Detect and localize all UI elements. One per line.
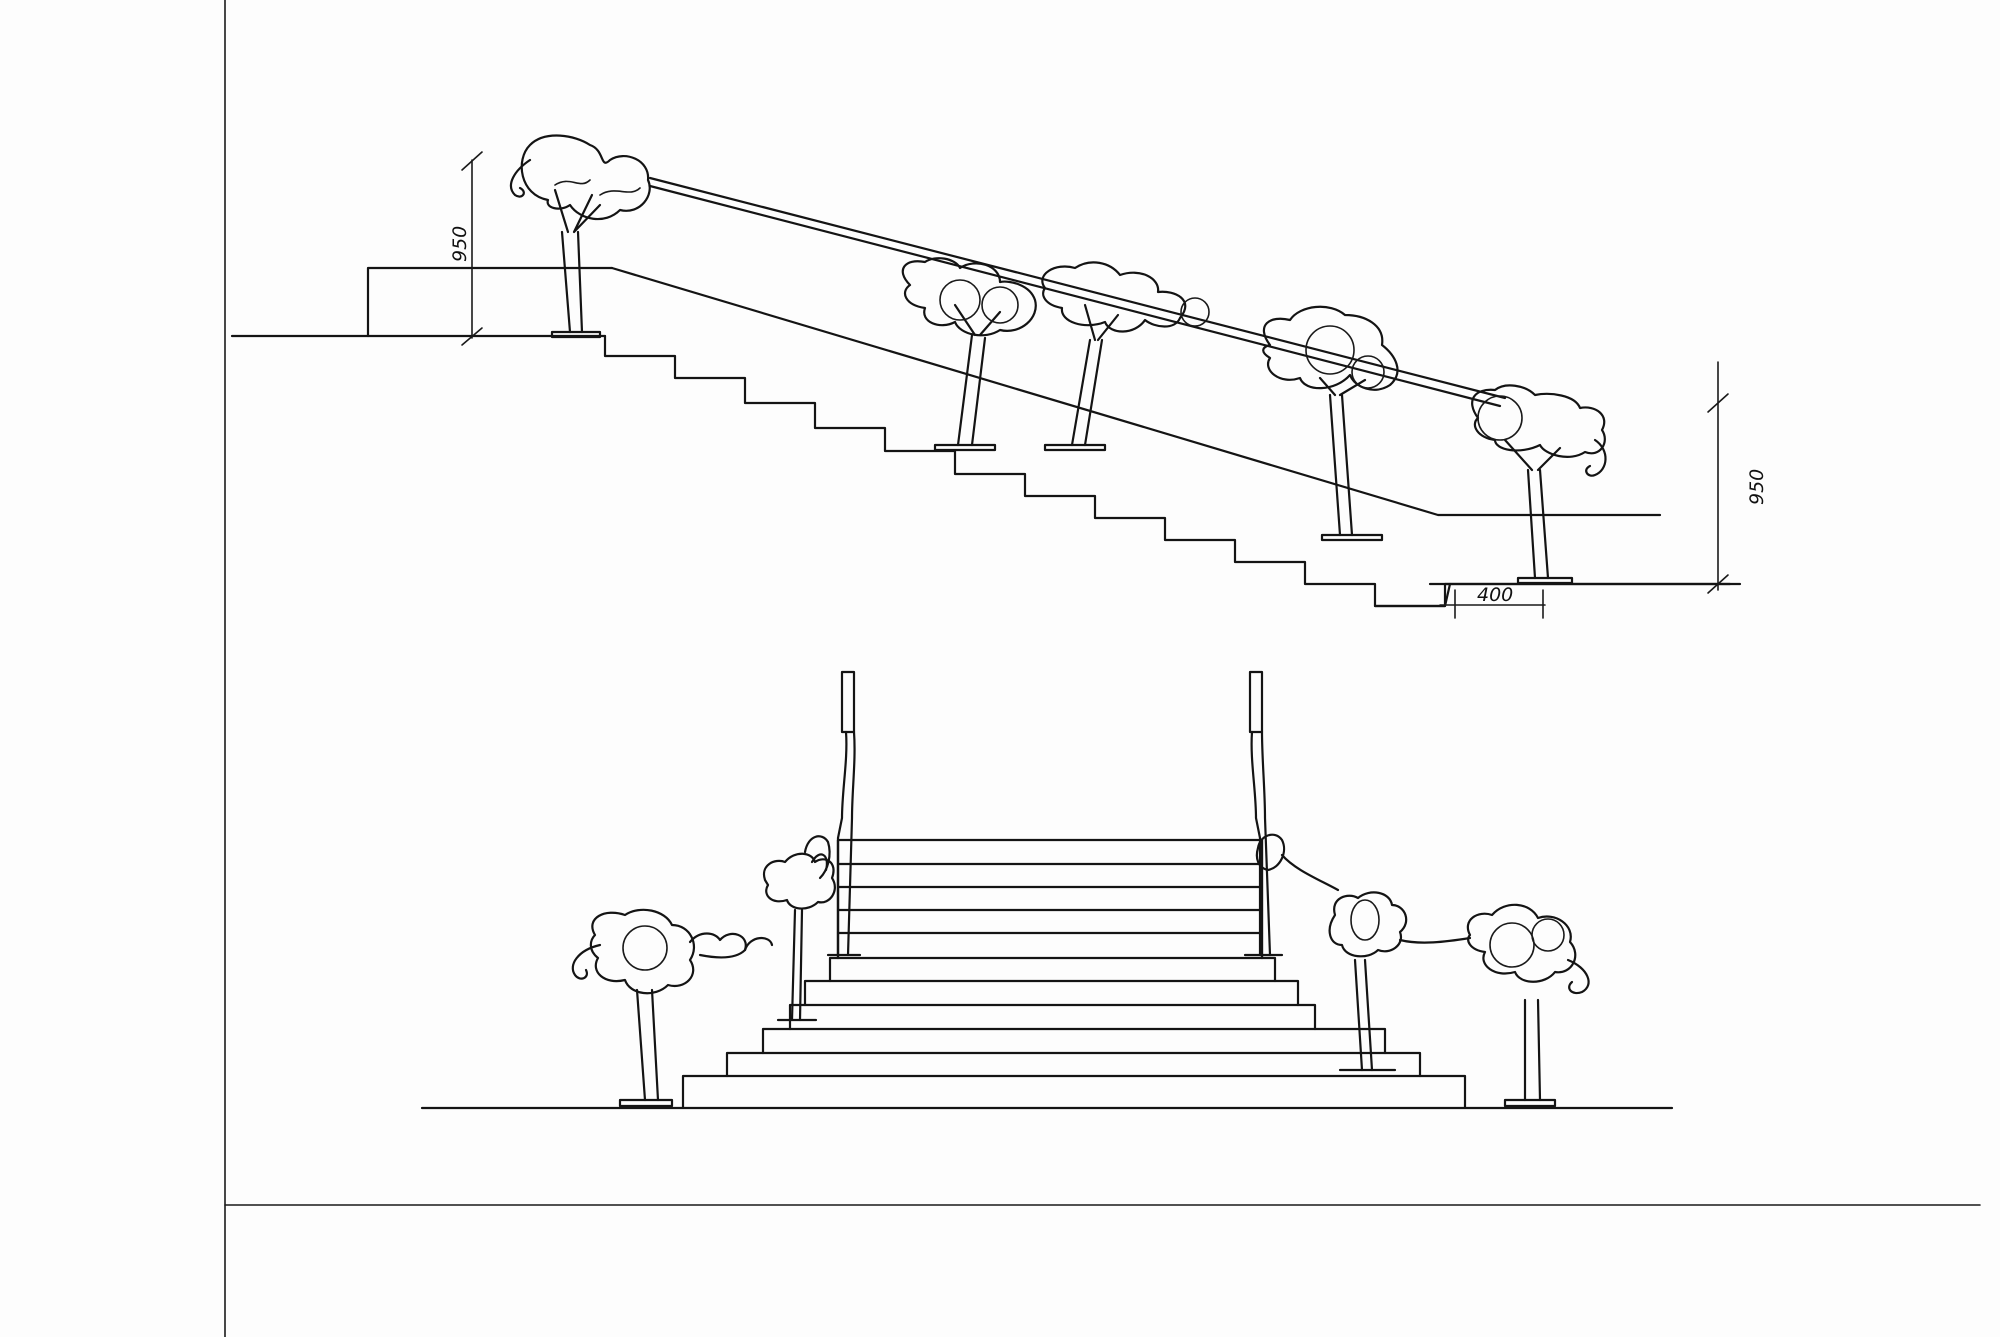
post-shaft [1250,730,1272,957]
post-trunk [1070,338,1104,447]
step [761,1027,1387,1055]
post-base-plate [1043,443,1107,452]
stair-stringer-line [610,266,1662,517]
canopy-bubble [1477,395,1523,441]
canopy-bubble [622,925,668,971]
sheet-frame [224,0,1981,1338]
handrail-upper [648,176,1507,400]
rail-connector [743,937,774,952]
front-tree-left-outer [571,908,747,1108]
post-trunk [1328,393,1354,537]
step [836,931,1264,960]
post-trunk [635,988,660,1102]
tree-curl [803,835,831,880]
post-cap [840,670,856,734]
stair-profile [603,334,1452,608]
canopy-bubble [1489,922,1535,968]
dim-bottom-rail: 950 [1707,361,1768,594]
tree-curl [571,943,602,980]
front-tree-right-inner [1255,833,1408,1072]
tree-canopy [1041,261,1187,333]
step [803,979,1300,1007]
post-trunk [956,333,987,447]
step [836,862,1264,889]
dimension-label-top: 950 [449,226,471,262]
post-base-plate [618,1098,674,1108]
rail-connector [1398,936,1472,944]
post-cap [1248,670,1264,734]
tree-canopy [589,908,696,995]
post-shaft [836,730,856,957]
side-elevation-view: 950 950 400 [230,134,1768,619]
tree-post-3 [1041,261,1210,452]
dimension-tick [1707,574,1729,594]
front-tree-left-inner [743,835,836,1022]
tree-curl [509,158,532,198]
tree-canopy [520,134,651,221]
dimension-label-offset: 400 [1477,584,1513,606]
step [836,838,1264,866]
canopy-bubble [1180,297,1210,327]
canopy-bubble [1350,899,1380,941]
upper-landing-block [366,266,614,338]
dim-top-rail: 950 [449,151,483,346]
post-branches [1503,438,1562,472]
canopy-bubble [981,286,1019,324]
stair-bottom-step [1373,582,1732,608]
dimension-tick [1707,393,1729,413]
post-base-plate [550,330,602,339]
dimension-tick [461,327,483,346]
post-trunk [1526,468,1550,580]
front-tree-right-outer [1398,903,1590,1108]
step [788,1003,1317,1031]
tree-canopy [762,852,836,910]
step [725,1051,1422,1078]
tree-canopy [1328,891,1408,958]
tree-curl [1566,958,1590,995]
post-trunk [1523,998,1542,1102]
canopy-bubble [1305,325,1355,375]
step [828,956,1277,983]
step [836,908,1264,935]
dim-post-offset: 400 [1439,584,1546,619]
tree-post-5 [1471,384,1607,585]
tree-post-4 [1262,305,1399,542]
tree-canopy [901,257,1037,337]
tree-post-1 [509,134,651,339]
dimension-label-bottom: 950 [1746,469,1768,505]
tree-curl [1585,438,1607,477]
post-trunk [1353,958,1374,1072]
tree-canopy [1466,903,1577,983]
post-branches [553,188,602,234]
post-base-plate [1516,576,1574,585]
far-post-left [826,670,862,957]
rail-bulb [1255,833,1286,872]
rail-connector [1280,853,1340,892]
tree-canopy [1262,305,1399,391]
post-base-plate [1320,533,1384,542]
canopy-bubble [939,279,981,321]
rail-bulb [688,932,747,959]
far-post-right [1243,670,1284,957]
front-elevation-view [420,670,1674,1110]
post-trunk [560,230,584,334]
tree-post-2 [901,257,1037,452]
handrail-lower [648,184,1502,408]
tree-canopy [1471,384,1606,458]
post-trunk [790,908,804,1022]
post-base-plate [1503,1098,1557,1108]
canopy-bubble [1531,918,1565,952]
post-base-plate [933,443,997,452]
canopy-bubble [1351,355,1385,389]
step [681,1074,1467,1109]
dimension-tick [461,151,483,171]
canopy-detail [554,179,641,196]
